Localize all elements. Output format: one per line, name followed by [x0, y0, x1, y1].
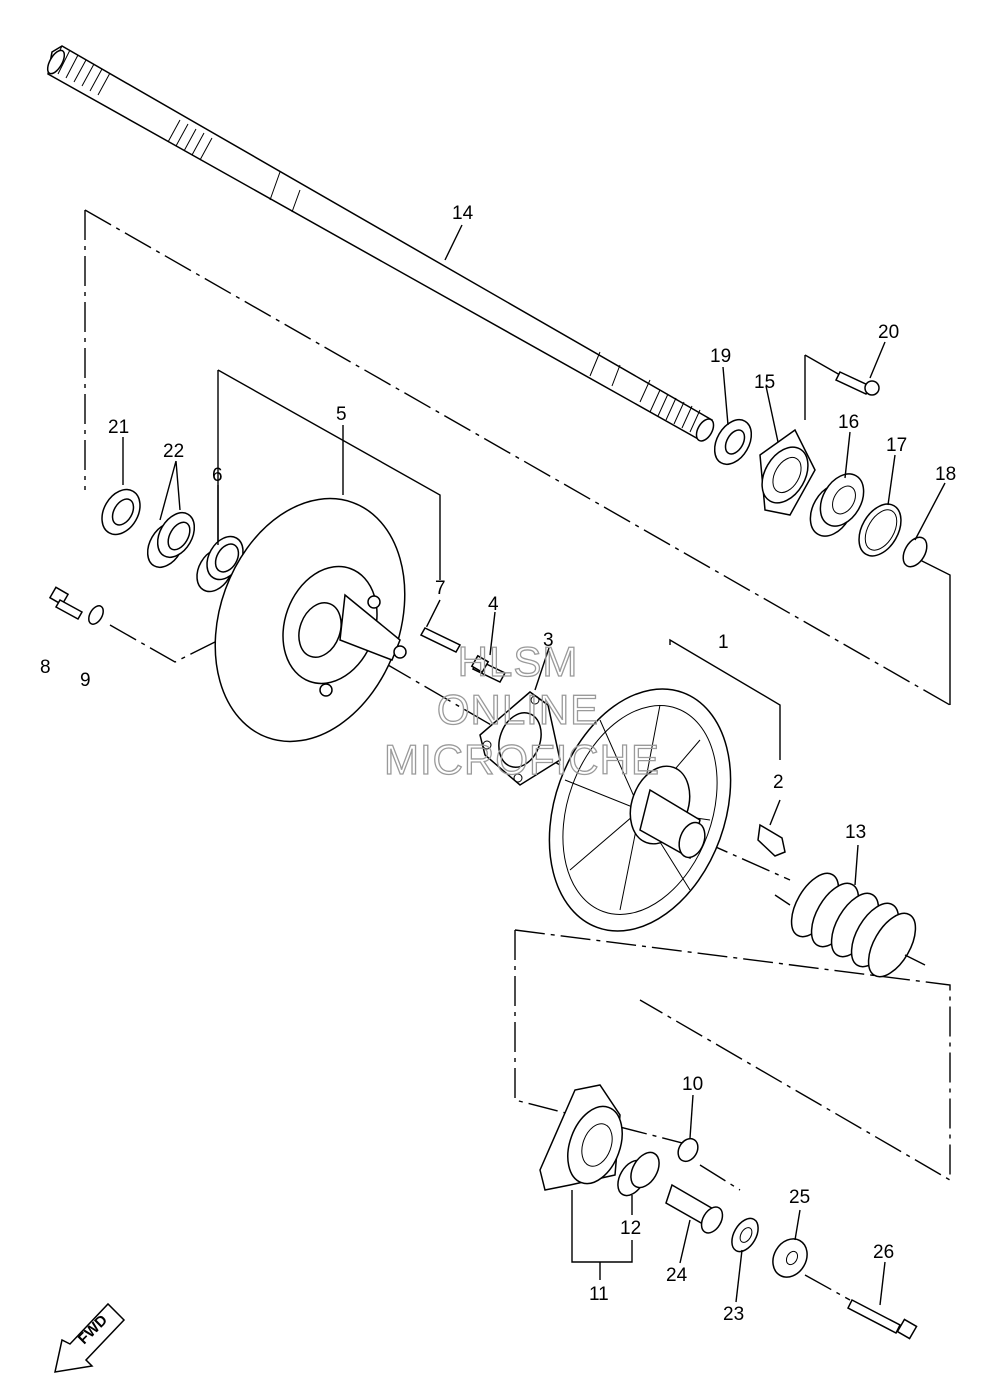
- circlip-part-18: [902, 536, 928, 568]
- watermark: HLSM ONLINE MICROFICHE: [383, 637, 660, 783]
- circlip-part-17: [858, 503, 902, 557]
- washer-part-21: [101, 488, 141, 536]
- label-23: 23: [723, 1304, 744, 1325]
- label-17: 17: [886, 435, 907, 456]
- bolt-part-26: [846, 1298, 918, 1340]
- label-10: 10: [682, 1074, 703, 1095]
- label-19: 19: [710, 346, 731, 367]
- bearing-part-12: [617, 1151, 660, 1197]
- label-18: 18: [935, 464, 956, 485]
- label-2: 2: [773, 772, 784, 793]
- collar-part-24: [665, 1183, 724, 1234]
- gasket-part-3: [479, 691, 561, 786]
- fwd-arrow-icon: FWD: [54, 1302, 126, 1373]
- label-26: 26: [873, 1242, 894, 1263]
- label-5: 5: [336, 404, 347, 425]
- screw-part-7: [419, 627, 462, 653]
- washer-part-23: [731, 1217, 759, 1253]
- label-16: 16: [838, 412, 859, 433]
- watermark-line-1: HLSM: [458, 638, 579, 685]
- bolt-part-20: [834, 371, 880, 396]
- label-3: 3: [543, 630, 554, 651]
- screw-part-4: [470, 654, 507, 683]
- watermark-line-2: ONLINE: [437, 686, 599, 733]
- label-21: 21: [108, 417, 129, 438]
- label-11: 11: [589, 1284, 609, 1305]
- label-22: 22: [163, 441, 184, 462]
- label-13: 13: [845, 822, 866, 843]
- label-8: 8: [40, 657, 51, 678]
- part-labels: 1 2 3 4 5 6 7 8 9 10 11 12 13 14 15 16 1…: [40, 203, 956, 1325]
- drive-shaft-part-14: [46, 45, 715, 442]
- label-1: 1: [718, 632, 729, 653]
- label-12: 12: [620, 1218, 641, 1239]
- spring-part-13: [774, 872, 926, 978]
- washer-part-19: [713, 418, 753, 466]
- label-9: 9: [80, 670, 91, 691]
- assembly-reference-lines: [84, 209, 951, 1301]
- watermark-line-3: MICROFICHE: [384, 736, 660, 783]
- label-25: 25: [789, 1187, 810, 1208]
- bolt-part-8: [48, 586, 84, 621]
- label-24: 24: [666, 1265, 688, 1286]
- label-20: 20: [878, 322, 899, 343]
- label-7: 7: [435, 578, 446, 599]
- label-6: 6: [212, 465, 223, 486]
- label-15: 15: [754, 372, 775, 393]
- label-4: 4: [488, 594, 499, 615]
- nut-part-10: [677, 1137, 699, 1163]
- movable-sheave-part-1: [548, 688, 732, 932]
- bushing-part-22: [146, 511, 196, 569]
- leader-lines: [122, 224, 946, 1306]
- washer-part-25: [772, 1238, 808, 1278]
- slider-part-2: [757, 823, 786, 857]
- washer-part-9: [88, 605, 104, 625]
- cap-part-11: [539, 1084, 623, 1191]
- bearing-part-16: [809, 473, 865, 537]
- fixed-sheave-part-5: [214, 497, 407, 743]
- bearing-housing-part-15: [759, 428, 816, 516]
- label-14: 14: [452, 203, 474, 224]
